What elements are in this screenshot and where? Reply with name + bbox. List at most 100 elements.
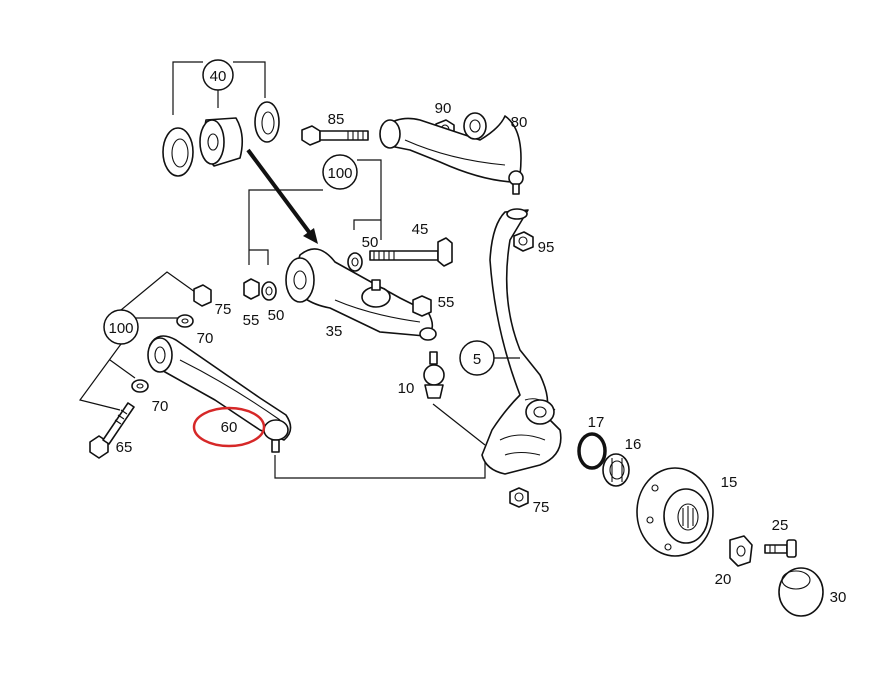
upper-arm-bushing-front: [379, 119, 401, 149]
bracket-40: [172, 61, 266, 115]
part-45-long-bolt[interactable]: [369, 237, 453, 267]
washer-right-inner: [261, 111, 275, 135]
label-16: 16: [625, 436, 642, 453]
washer-50-left-hole: [265, 286, 273, 296]
bolt-65-head: [89, 435, 109, 459]
label-85: 85: [328, 111, 345, 128]
part-5-steering-knuckle[interactable]: [459, 208, 562, 475]
label-20: 20: [715, 571, 732, 588]
part-55-nut-right[interactable]: [412, 295, 432, 317]
nut-75-lower-hole: [514, 492, 524, 502]
washer-right: [254, 101, 280, 143]
nut-95: [513, 231, 534, 252]
bracket-100-lower: [78, 271, 196, 411]
part-50-washer-left[interactable]: [261, 281, 277, 301]
part-95-nut[interactable]: [513, 231, 534, 252]
washer-70-lower: [131, 379, 149, 393]
label-95: 95: [538, 239, 555, 256]
bearing-outer: [602, 453, 630, 487]
part-80-upper-control-arm[interactable]: [379, 112, 524, 195]
part-40-bushing-group[interactable]: [162, 59, 280, 177]
part-55-nut-left[interactable]: [243, 278, 260, 300]
part-85-bolt[interactable]: [301, 125, 369, 146]
strut-bushing-hole: [154, 346, 166, 364]
label-25: 25: [772, 517, 789, 534]
label-5: 5: [473, 351, 481, 368]
part-70-washer-upper[interactable]: [176, 314, 194, 328]
part-30-dust-cap[interactable]: [778, 567, 824, 617]
bolt-25-head: [786, 539, 797, 558]
bracket-50-upper: [353, 219, 381, 230]
label-15: 15: [721, 474, 738, 491]
label-35: 35: [326, 323, 343, 340]
part-17-seal-ring[interactable]: [577, 432, 607, 470]
lower-arm-stud: [371, 279, 381, 291]
bolt-85-head: [301, 125, 321, 146]
bracket-group-100-lower: [78, 271, 196, 411]
label-30: 30: [830, 589, 847, 606]
washer-left-inner: [171, 138, 189, 168]
washer-70-upper-hole: [181, 318, 189, 324]
lower-arm-bushing: [285, 257, 315, 303]
clamp-nut-20: [729, 535, 753, 567]
label-75-lower: 75: [533, 499, 550, 516]
label-100-lower: 100: [108, 320, 133, 337]
part-70-washer-lower[interactable]: [131, 379, 149, 393]
bolt-25-thread: [769, 545, 776, 553]
part-50-washer-upper[interactable]: [347, 252, 363, 272]
part-75-nut-lower[interactable]: [509, 487, 529, 508]
callout-circle-100-upper: [322, 154, 358, 190]
bolt-85-shank: [319, 130, 369, 141]
hub-bore: [677, 503, 699, 531]
balljoint-10-ball: [423, 364, 445, 386]
upper-arm-rib: [404, 139, 506, 166]
part-35-lower-arm[interactable]: [285, 248, 437, 341]
dust-cap-rim: [781, 570, 811, 590]
label-40: 40: [210, 68, 227, 85]
bracket-group-100-upper: [248, 154, 382, 265]
label-65: 65: [116, 439, 133, 456]
bolt-65-thread: [114, 409, 128, 425]
bracket-100-upper: [248, 159, 382, 265]
washer-50-upper-hole: [351, 257, 359, 267]
part-10-ball-joint[interactable]: [423, 351, 486, 446]
bushing-face: [199, 119, 225, 165]
leader-10: [432, 403, 486, 446]
balljoint-10-base: [424, 384, 444, 399]
nut-95-hole: [518, 236, 528, 246]
install-arrow: [246, 148, 318, 244]
part-75-nut-upper-left[interactable]: [193, 284, 212, 307]
strut-rib: [179, 359, 281, 421]
hub-stud-hole-3: [664, 543, 672, 551]
part-20-clamp-nut[interactable]: [729, 535, 753, 567]
hub-stud-hole-2: [646, 516, 654, 524]
washer-70-upper: [176, 314, 194, 328]
lower-arm-bushing-hole: [293, 270, 307, 290]
strut-balljoint: [263, 419, 289, 441]
bearing-inner: [609, 460, 625, 480]
label-10: 10: [398, 380, 415, 397]
washer-50-upper: [347, 252, 363, 272]
label-100-upper: 100: [327, 165, 352, 182]
strut-bushing: [147, 337, 173, 373]
washer-70-lower-hole: [136, 383, 144, 389]
part-15-wheel-hub[interactable]: [636, 467, 714, 557]
upper-arm-bushing-rear: [463, 112, 487, 140]
strut-stud: [271, 439, 280, 453]
label-50-upper: 50: [362, 234, 379, 251]
lower-arm-end-eye: [419, 327, 437, 341]
upper-arm-bushing-hole: [469, 119, 481, 133]
part-65-bolt[interactable]: [89, 402, 135, 459]
balljoint-10-stud: [429, 351, 438, 365]
nut-55-right: [412, 295, 432, 317]
label-90: 90: [435, 100, 452, 117]
part-25-bolt[interactable]: [764, 539, 797, 558]
hub-center: [663, 488, 709, 544]
label-45: 45: [412, 221, 429, 238]
bolt-25-shank: [764, 544, 788, 554]
part-16-bearing[interactable]: [602, 453, 630, 487]
label-55-left: 55: [243, 312, 260, 329]
label-80: 80: [511, 114, 528, 131]
